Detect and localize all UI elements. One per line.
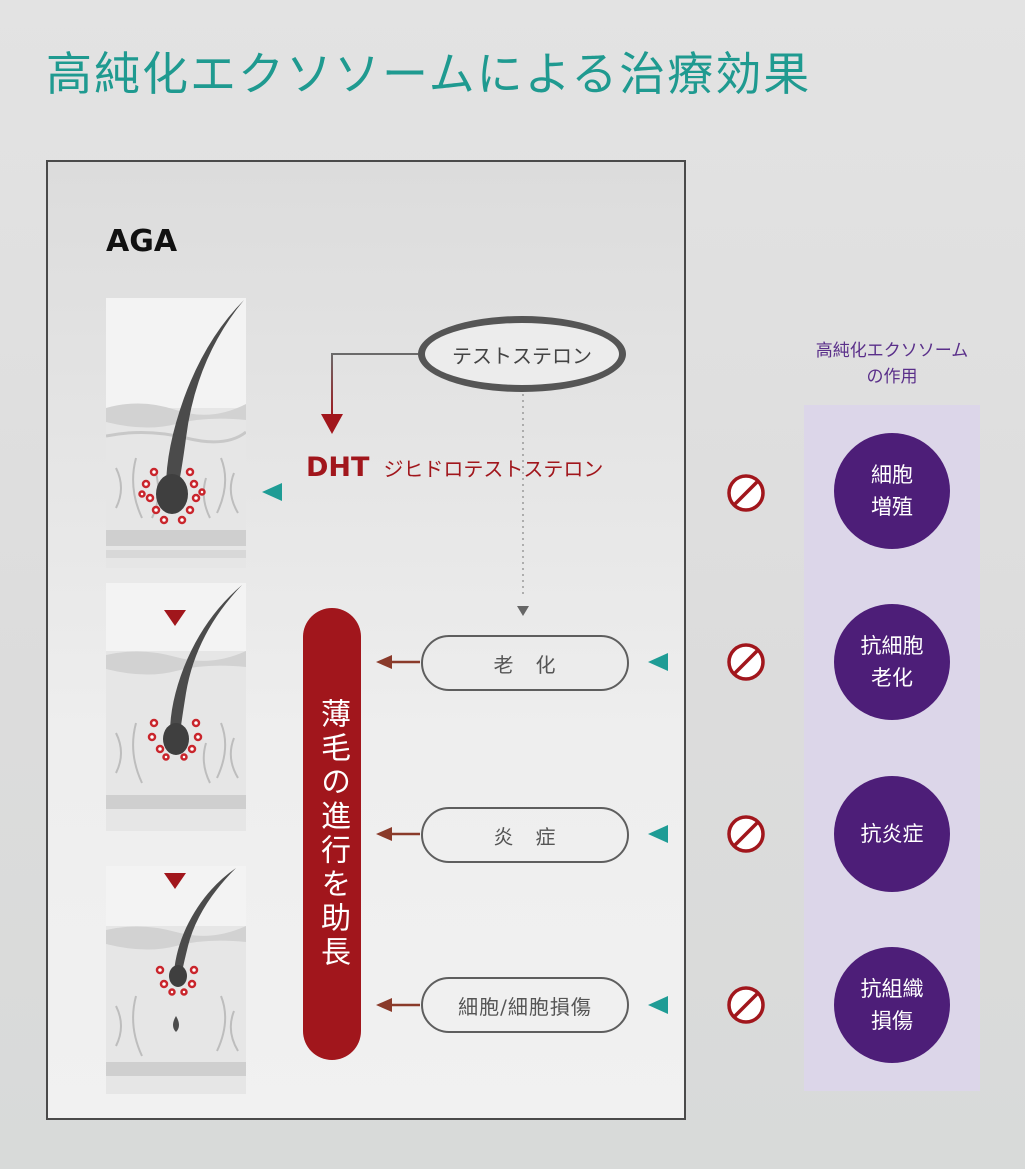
hair-loss-progress-bar: 薄毛の進行を助長 — [303, 608, 361, 1060]
effect-cell-proliferation: 細胞 増殖 — [834, 433, 950, 549]
testosterone-node: テストステロン — [418, 316, 626, 392]
effect-anti-aging: 抗細胞 老化 — [834, 604, 950, 720]
testosterone-label: テストステロン — [452, 343, 592, 368]
exosome-heading: 高純化エクソソーム の作用 — [815, 341, 969, 387]
stage-3-marker-icon — [164, 873, 186, 889]
aga-label: AGA — [106, 224, 178, 259]
cause-cell-damage: 細胞/細胞損傷 — [421, 977, 629, 1033]
cause-aging: 老 化 — [421, 635, 629, 691]
dht-label: DHT ジヒドロテストステロン — [306, 452, 603, 483]
hair-stage-3-illustration — [106, 866, 246, 1094]
stage-2-marker-icon — [164, 610, 186, 626]
effect-anti-inflammation: 抗炎症 — [834, 776, 950, 892]
dht-abbr: DHT — [306, 452, 370, 483]
hair-stage-1-illustration — [106, 298, 246, 568]
progress-label: 薄毛の進行を助長 — [315, 698, 350, 970]
block-icon — [727, 986, 765, 1024]
dht-full: ジヒドロテストステロン — [383, 457, 604, 481]
page-title: 高純化エクソソームによる治療効果 — [46, 47, 812, 101]
block-icon — [727, 815, 765, 853]
block-icon — [727, 474, 765, 512]
hair-stage-2-illustration — [106, 583, 246, 831]
cause-inflammation: 炎 症 — [421, 807, 629, 863]
block-icon — [727, 643, 765, 681]
effect-anti-tissue-damage: 抗組織 損傷 — [834, 947, 950, 1063]
